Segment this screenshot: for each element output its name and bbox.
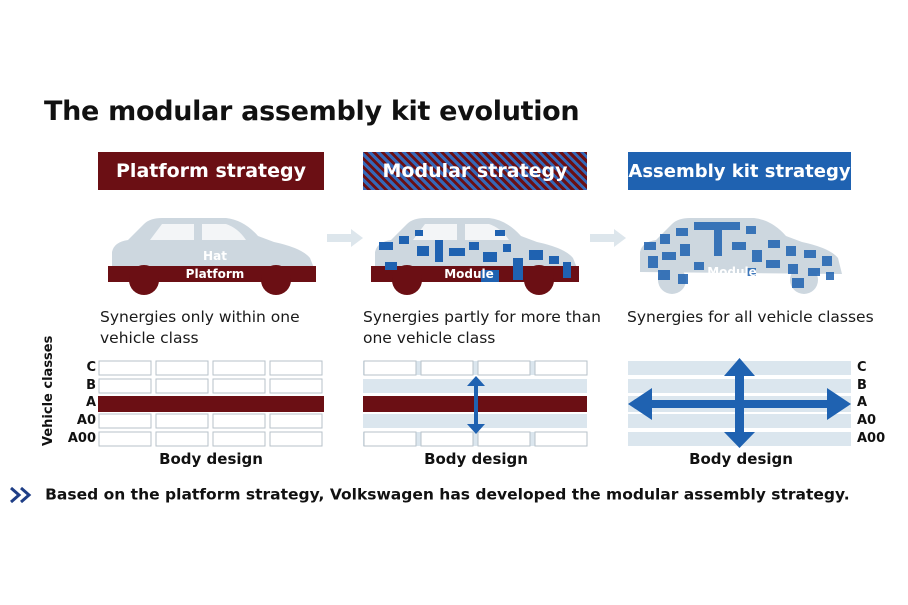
cross-arrow-icon	[628, 358, 851, 448]
platform-label: Platform	[186, 267, 245, 281]
header-assembly-kit-strategy: Assembly kit strategy	[628, 152, 851, 190]
header-modular-strategy: Modular strategy	[363, 152, 587, 190]
modular-car-illustration: Module	[371, 218, 579, 295]
body-design-label: Body design	[424, 450, 528, 468]
assembly-class-grid	[628, 358, 851, 448]
vertical-double-arrow-icon	[467, 376, 485, 434]
class-label-b: B	[857, 378, 867, 393]
synergy-text-assembly: Synergies for all vehicle classes	[627, 308, 874, 326]
hat-label: Hat	[203, 249, 227, 263]
class-label-c: C	[857, 360, 867, 375]
class-label-a00: A00	[67, 431, 96, 446]
footer-text: Based on the platform strategy, Volkswag…	[45, 485, 850, 504]
class-label-a0: A0	[857, 413, 877, 428]
modular-class-grid	[363, 360, 588, 447]
class-label-a: A	[857, 395, 868, 410]
flow-arrow-icon	[327, 229, 363, 247]
page-title: The modular assembly kit evolution	[44, 96, 580, 127]
header-platform-strategy: Platform strategy	[98, 152, 324, 190]
class-label-a: A	[85, 395, 96, 410]
module-label: Module	[707, 265, 757, 279]
class-label-a00: A00	[857, 431, 886, 446]
class-label-b: B	[86, 378, 96, 393]
body-design-label: Body design	[689, 450, 793, 468]
flow-arrow-icon	[590, 229, 626, 247]
module-label: Module	[444, 267, 494, 281]
platform-class-grid	[98, 360, 324, 447]
double-chevron-icon	[10, 486, 32, 503]
footer-note: Based on the platform strategy, Volkswag…	[10, 484, 908, 504]
assembly-kit-car-illustration: Module	[640, 218, 842, 294]
vehicle-classes-axis-label: Vehicle classes	[41, 335, 56, 446]
body-design-label: Body design	[159, 450, 263, 468]
class-label-a0: A0	[76, 413, 96, 428]
class-label-c: C	[86, 360, 96, 375]
synergy-text-platform: Synergies only within one vehicle class	[100, 308, 300, 347]
platform-car-illustration: Hat Platform	[108, 218, 316, 295]
class-a-band	[98, 396, 324, 412]
synergy-text-modular: Synergies partly for more than one vehic…	[363, 308, 601, 347]
